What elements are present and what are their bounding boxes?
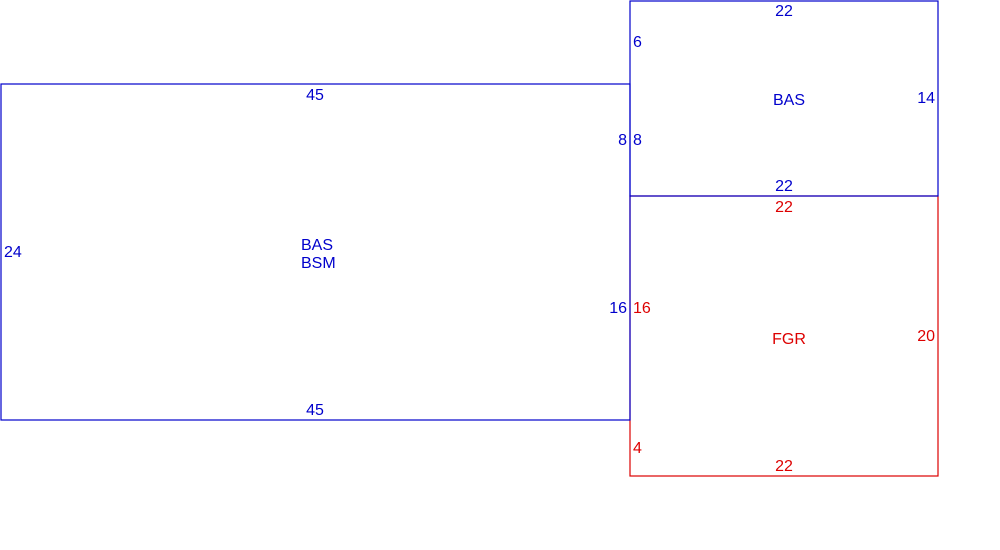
upper-right-area-outline: [629, 0, 939, 197]
main-left-dimension: 24: [4, 244, 22, 261]
upper-left-top-dimension: 6: [633, 34, 642, 51]
main-right-lower-dimension: 16: [609, 300, 627, 317]
upper-right-dimension: 14: [917, 90, 935, 107]
garage-right-dimension: 20: [917, 328, 935, 345]
main-area-code-2: BSM: [301, 255, 336, 272]
upper-top-dimension: 22: [775, 3, 793, 20]
garage-left-upper-dimension: 16: [633, 300, 651, 317]
garage-area-code: FGR: [772, 331, 806, 348]
upper-left-bottom-dimension: 8: [633, 132, 642, 149]
main-bottom-dimension: 45: [306, 402, 324, 419]
upper-right-area-code: BAS: [773, 92, 805, 109]
garage-left-lower-dimension: 4: [633, 440, 642, 457]
garage-top-dimension: 22: [775, 199, 793, 216]
upper-bottom-dimension: 22: [775, 178, 793, 195]
main-area-code-1: BAS: [301, 237, 333, 254]
main-area-outline: [0, 83, 631, 421]
main-top-dimension: 45: [306, 87, 324, 104]
garage-bottom-dimension: 22: [775, 458, 793, 475]
main-right-upper-dimension: 8: [618, 132, 627, 149]
